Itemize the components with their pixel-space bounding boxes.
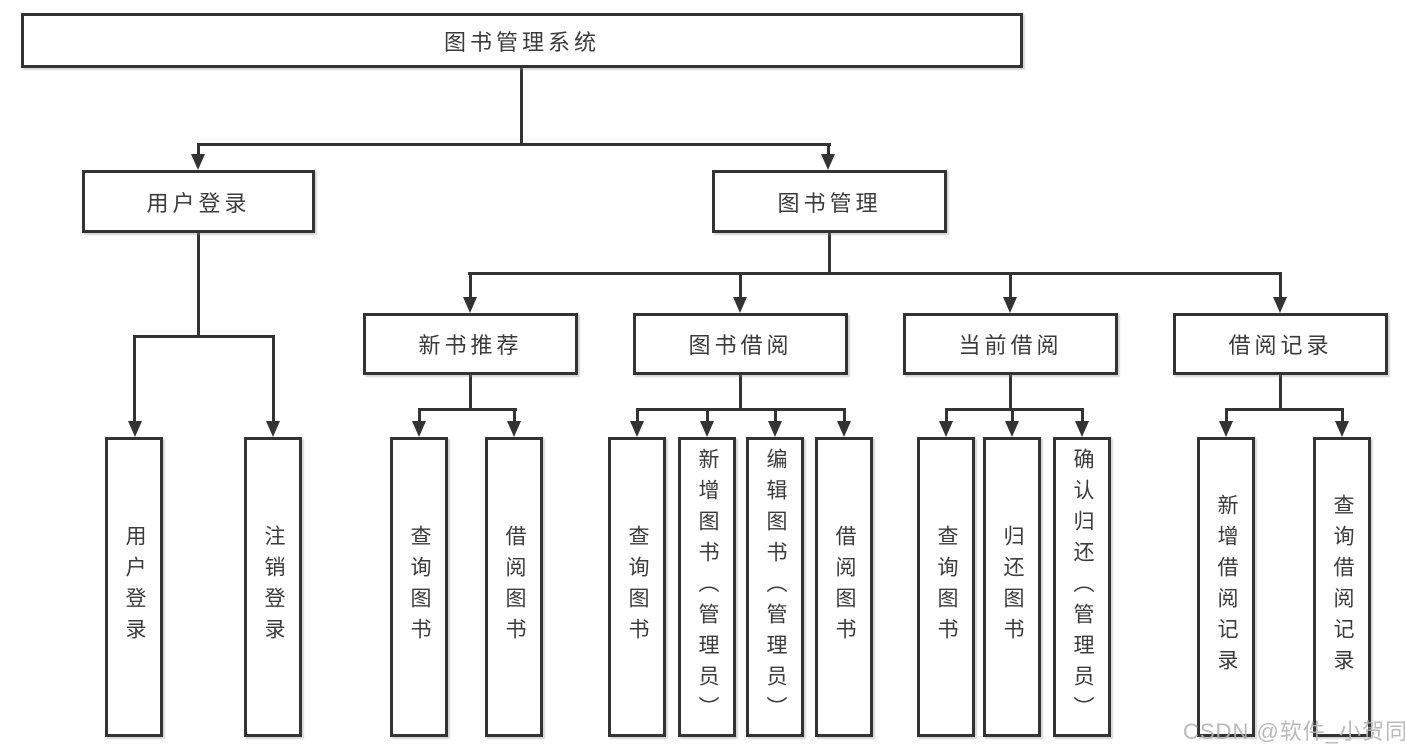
- node-leaf-borrow-books-2: 借阅图书: [815, 437, 873, 737]
- node-leaf-add-borrow-record-label: 新增借阅记录: [1215, 494, 1238, 680]
- connector-line: [843, 408, 846, 424]
- arrowhead: [837, 421, 851, 437]
- connector-line: [1279, 272, 1282, 300]
- node-leaf-user-login: 用户登录: [105, 437, 163, 737]
- node-leaf-query-books-3-label: 查询图书: [935, 525, 958, 649]
- arrowhead: [733, 297, 747, 313]
- arrowhead: [939, 421, 953, 437]
- node-leaf-add-borrow-record: 新增借阅记录: [1197, 437, 1255, 737]
- arrowhead: [1273, 297, 1287, 313]
- arrowhead: [128, 421, 142, 437]
- node-leaf-logout: 注销登录: [244, 437, 302, 737]
- node-leaf-edit-books-admin: 编辑图书（管理员）: [746, 437, 804, 737]
- node-book-borrow: 图书借阅: [633, 313, 848, 375]
- node-leaf-add-books-admin-label: 新增图书（管理员）: [696, 447, 719, 727]
- connector-line: [636, 408, 639, 424]
- connector-line: [636, 408, 846, 411]
- connector-line: [1341, 408, 1344, 424]
- node-book-management-label: 图书管理: [777, 190, 882, 216]
- connector-line: [513, 408, 516, 424]
- connector-line: [133, 335, 136, 423]
- connector-line: [197, 143, 831, 146]
- connector-line: [1279, 375, 1282, 410]
- node-user-login: 用户登录: [82, 170, 315, 233]
- node-book-management: 图书管理: [712, 170, 947, 233]
- connector-line: [418, 408, 517, 411]
- node-leaf-confirm-return-admin: 确认归还（管理员）: [1053, 437, 1111, 737]
- node-new-book-recommend-label: 新书推荐: [418, 333, 523, 358]
- connector-line: [468, 272, 1282, 275]
- arrowhead: [700, 421, 714, 437]
- arrowhead: [507, 421, 521, 437]
- connector-line: [1225, 408, 1344, 411]
- connector-line: [739, 272, 742, 300]
- node-leaf-borrow-books-1: 借阅图书: [485, 437, 543, 737]
- arrowhead: [1003, 297, 1017, 313]
- connector-line: [1081, 408, 1084, 424]
- arrowhead: [1005, 421, 1019, 437]
- node-current-borrow: 当前借阅: [903, 313, 1118, 375]
- node-user-login-label: 用户登录: [146, 190, 251, 216]
- node-leaf-query-borrow-record-label: 查询借阅记录: [1331, 494, 1354, 680]
- node-leaf-add-books-admin: 新增图书（管理员）: [678, 437, 736, 737]
- arrowhead: [266, 421, 280, 437]
- csdn-watermark: CSDN @软件_小贺同学: [1183, 719, 1405, 744]
- node-leaf-user-login-label: 用户登录: [123, 525, 146, 649]
- arrowhead: [191, 154, 205, 170]
- arrowhead: [463, 297, 477, 313]
- connector-line: [1225, 408, 1228, 424]
- node-root-label: 图书管理系统: [443, 29, 600, 55]
- connector-line: [272, 335, 275, 423]
- node-borrow-records-label: 借阅记录: [1228, 333, 1333, 358]
- connector-line: [828, 233, 831, 275]
- connector-line: [774, 408, 777, 424]
- node-leaf-query-books-1-label: 查询图书: [408, 525, 431, 649]
- node-leaf-logout-label: 注销登录: [262, 525, 285, 649]
- connector-line: [197, 233, 200, 337]
- connector-line: [418, 408, 421, 424]
- node-leaf-edit-books-admin-label: 编辑图书（管理员）: [764, 447, 787, 727]
- arrowhead: [821, 154, 835, 170]
- connector-line: [1011, 408, 1014, 424]
- node-leaf-return-books: 归还图书: [983, 437, 1041, 737]
- node-new-book-recommend: 新书推荐: [363, 313, 578, 375]
- connector-line: [197, 143, 200, 156]
- arrowhead: [1075, 421, 1089, 437]
- node-current-borrow-label: 当前借阅: [958, 333, 1063, 358]
- connector-line: [520, 68, 523, 145]
- node-leaf-query-books-3: 查询图书: [917, 437, 975, 737]
- node-leaf-query-borrow-record: 查询借阅记录: [1313, 437, 1371, 737]
- connector-line: [945, 408, 948, 424]
- node-leaf-borrow-books-2-label: 借阅图书: [833, 525, 856, 649]
- node-borrow-records: 借阅记录: [1173, 313, 1388, 375]
- connector-line: [706, 408, 709, 424]
- node-leaf-query-books-1: 查询图书: [390, 437, 448, 737]
- arrowhead: [768, 421, 782, 437]
- node-leaf-query-books-2-label: 查询图书: [626, 525, 649, 649]
- node-leaf-return-books-label: 归还图书: [1001, 525, 1024, 649]
- connector-line: [469, 375, 472, 410]
- arrowhead: [412, 421, 426, 437]
- connector-line: [133, 335, 275, 338]
- node-leaf-borrow-books-1-label: 借阅图书: [503, 525, 526, 649]
- connector-line: [945, 408, 1084, 411]
- connector-line: [739, 375, 742, 410]
- node-book-borrow-label: 图书借阅: [688, 333, 793, 358]
- node-leaf-confirm-return-admin-label: 确认归还（管理员）: [1071, 447, 1094, 727]
- arrowhead: [1219, 421, 1233, 437]
- connector-line: [1009, 272, 1012, 300]
- connector-line: [469, 272, 472, 300]
- node-root: 图书管理系统: [21, 13, 1023, 68]
- connector-line: [1009, 375, 1012, 410]
- node-leaf-query-books-2: 查询图书: [608, 437, 666, 737]
- connector-line: [827, 143, 830, 156]
- arrowhead: [1335, 421, 1349, 437]
- arrowhead: [630, 421, 644, 437]
